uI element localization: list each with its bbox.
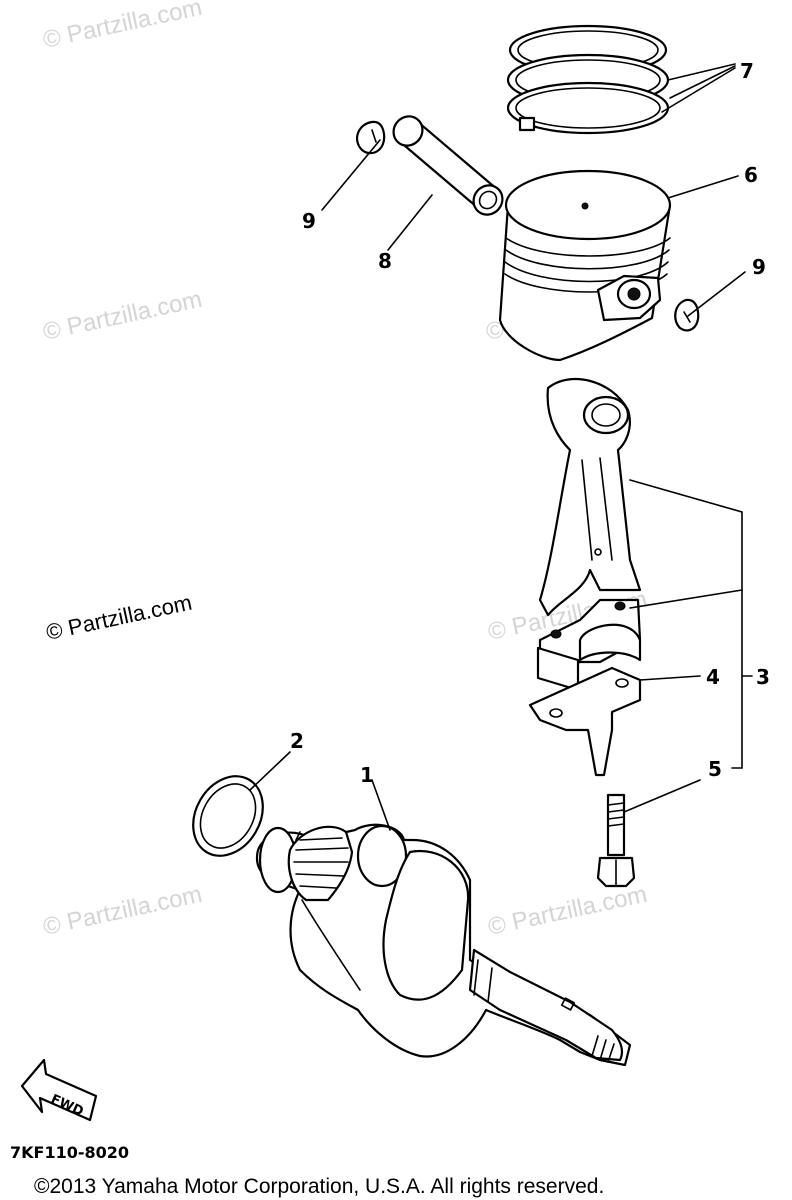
forward-arrow-icon: FWD [20, 1058, 98, 1122]
callout-3: 3 [756, 665, 770, 689]
rod-cap-plate [528, 666, 642, 777]
piston-pin [392, 115, 504, 216]
callout-7: 7 [740, 59, 754, 83]
callout-5: 5 [708, 757, 722, 781]
diagram-code: 7KF110-8020 [10, 1143, 129, 1162]
oil-seal [192, 775, 264, 857]
watermark-upper-left: © Partzilla.com [41, 286, 205, 346]
piston [498, 169, 672, 362]
watermark-top: © Partzilla.com [41, 0, 205, 54]
watermarks: © Partzilla.com © Partzilla.com © Partzi… [41, 0, 650, 941]
callout-8: 8 [378, 249, 392, 273]
piston-pin-clip-right [674, 298, 700, 332]
callout-9-left: 9 [302, 209, 316, 233]
piston-rings [506, 24, 670, 135]
callout-2: 2 [290, 729, 304, 753]
callout-1: 1 [360, 763, 374, 787]
leader-lines [249, 63, 753, 831]
callout-4: 4 [706, 665, 720, 689]
crankshaft [255, 823, 632, 1067]
connecting-rod [536, 377, 642, 692]
piston-pin-clip-left [355, 120, 386, 155]
callout-9-right: 9 [752, 255, 766, 279]
rod-bolt [596, 793, 636, 888]
watermark-lower-left: © Partzilla.com [41, 881, 205, 941]
callouts: 7 6 9 8 9 4 3 5 2 1 [290, 59, 770, 787]
watermark-dark: © Partzilla.com [44, 590, 194, 645]
copyright-notice: ©2013 Yamaha Motor Corporation, U.S.A. A… [34, 1175, 604, 1198]
watermark-lower-right: © Partzilla.com [486, 881, 650, 941]
callout-6: 6 [744, 163, 758, 187]
